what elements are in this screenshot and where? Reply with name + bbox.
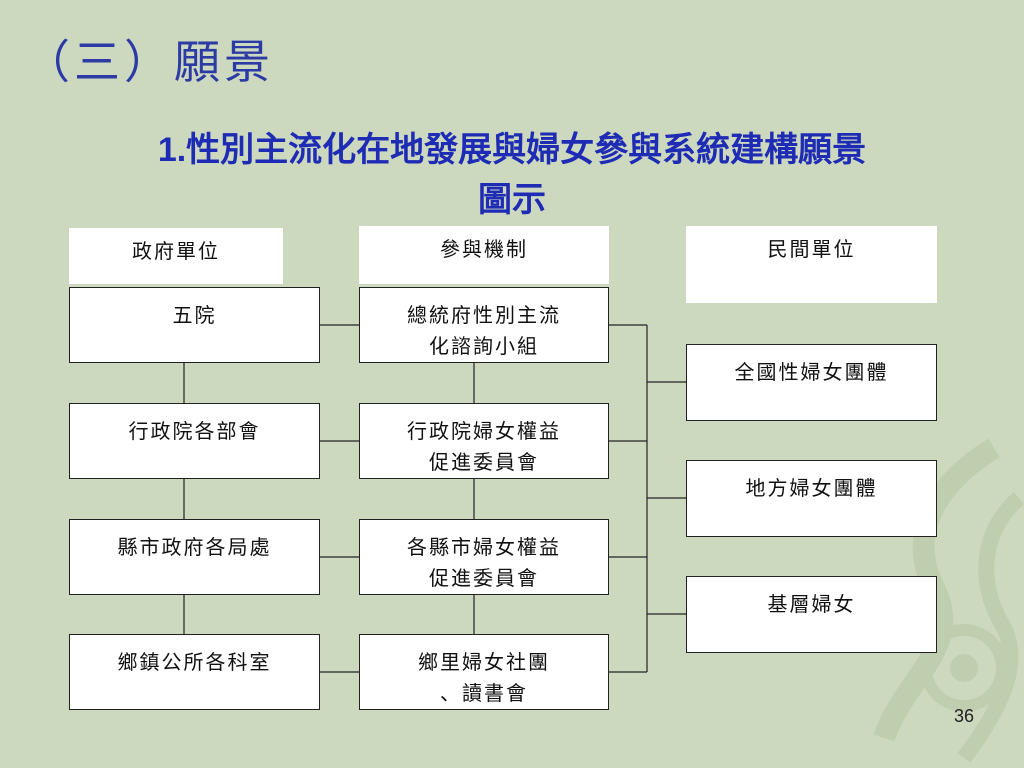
node-label: 基層婦女	[767, 592, 856, 616]
civil-header-label: 民間單位	[767, 237, 856, 261]
government-column-header: 政府單位	[69, 228, 283, 284]
mechanism-node-presidential-committee: 總統府性別主流 化諮詢小組	[359, 287, 609, 363]
civil-node-national-groups: 全國性婦女團體	[686, 344, 937, 421]
slide-heading: （三）願景	[24, 35, 274, 89]
node-label-line2: 化諮詢小組	[429, 334, 539, 358]
node-label: 鄉鎮公所各科室	[117, 650, 272, 674]
diagram-title: 1.性別主流化在地發展與婦女參與系統建構願景 圖示	[24, 125, 1000, 225]
diagram-title-line1: 1.性別主流化在地發展與婦女參與系統建構願景	[24, 125, 1000, 175]
mechanism-header-label: 參與機制	[440, 237, 528, 261]
government-node-township-offices: 鄉鎮公所各科室	[69, 634, 320, 710]
diagram-title-text: 性別主流化在地發展與婦女參與系統建構願景	[186, 130, 867, 170]
diagram-title-number: 1.	[157, 131, 187, 169]
node-label-line2: 促進委員會	[429, 566, 539, 590]
civil-node-grassroots-women: 基層婦女	[686, 576, 937, 653]
node-label: 行政院各部會	[128, 419, 261, 443]
node-label-line1: 鄉里婦女社團	[418, 650, 550, 674]
node-label: 地方婦女團體	[745, 476, 878, 500]
node-label: 全國性婦女團體	[734, 360, 889, 384]
page-number: 36	[953, 706, 974, 726]
diagram-title-line2: 圖示	[478, 180, 546, 220]
mechanism-node-village-groups: 鄉里婦女社團 、讀書會	[359, 634, 609, 710]
civil-column-header: 民間單位	[686, 226, 937, 303]
node-label-line1: 總統府性別主流	[407, 303, 561, 327]
government-node-five-yuan: 五院	[69, 287, 320, 363]
government-node-ministries: 行政院各部會	[69, 403, 320, 479]
mechanism-column-header: 參與機制	[359, 226, 609, 284]
node-label-line1: 各縣市婦女權益	[407, 535, 561, 559]
node-label-line2: 促進委員會	[429, 450, 539, 474]
civil-node-local-groups: 地方婦女團體	[686, 460, 937, 537]
node-label-line1: 行政院婦女權益	[407, 419, 561, 443]
government-header-label: 政府單位	[132, 239, 220, 263]
government-node-county-bureaus: 縣市政府各局處	[69, 519, 320, 595]
node-label: 縣市政府各局處	[117, 535, 272, 559]
node-label-line2: 、讀書會	[440, 681, 528, 705]
mechanism-node-county-committee: 各縣市婦女權益 促進委員會	[359, 519, 609, 595]
node-label: 五院	[172, 303, 217, 327]
mechanism-node-executive-committee: 行政院婦女權益 促進委員會	[359, 403, 609, 479]
